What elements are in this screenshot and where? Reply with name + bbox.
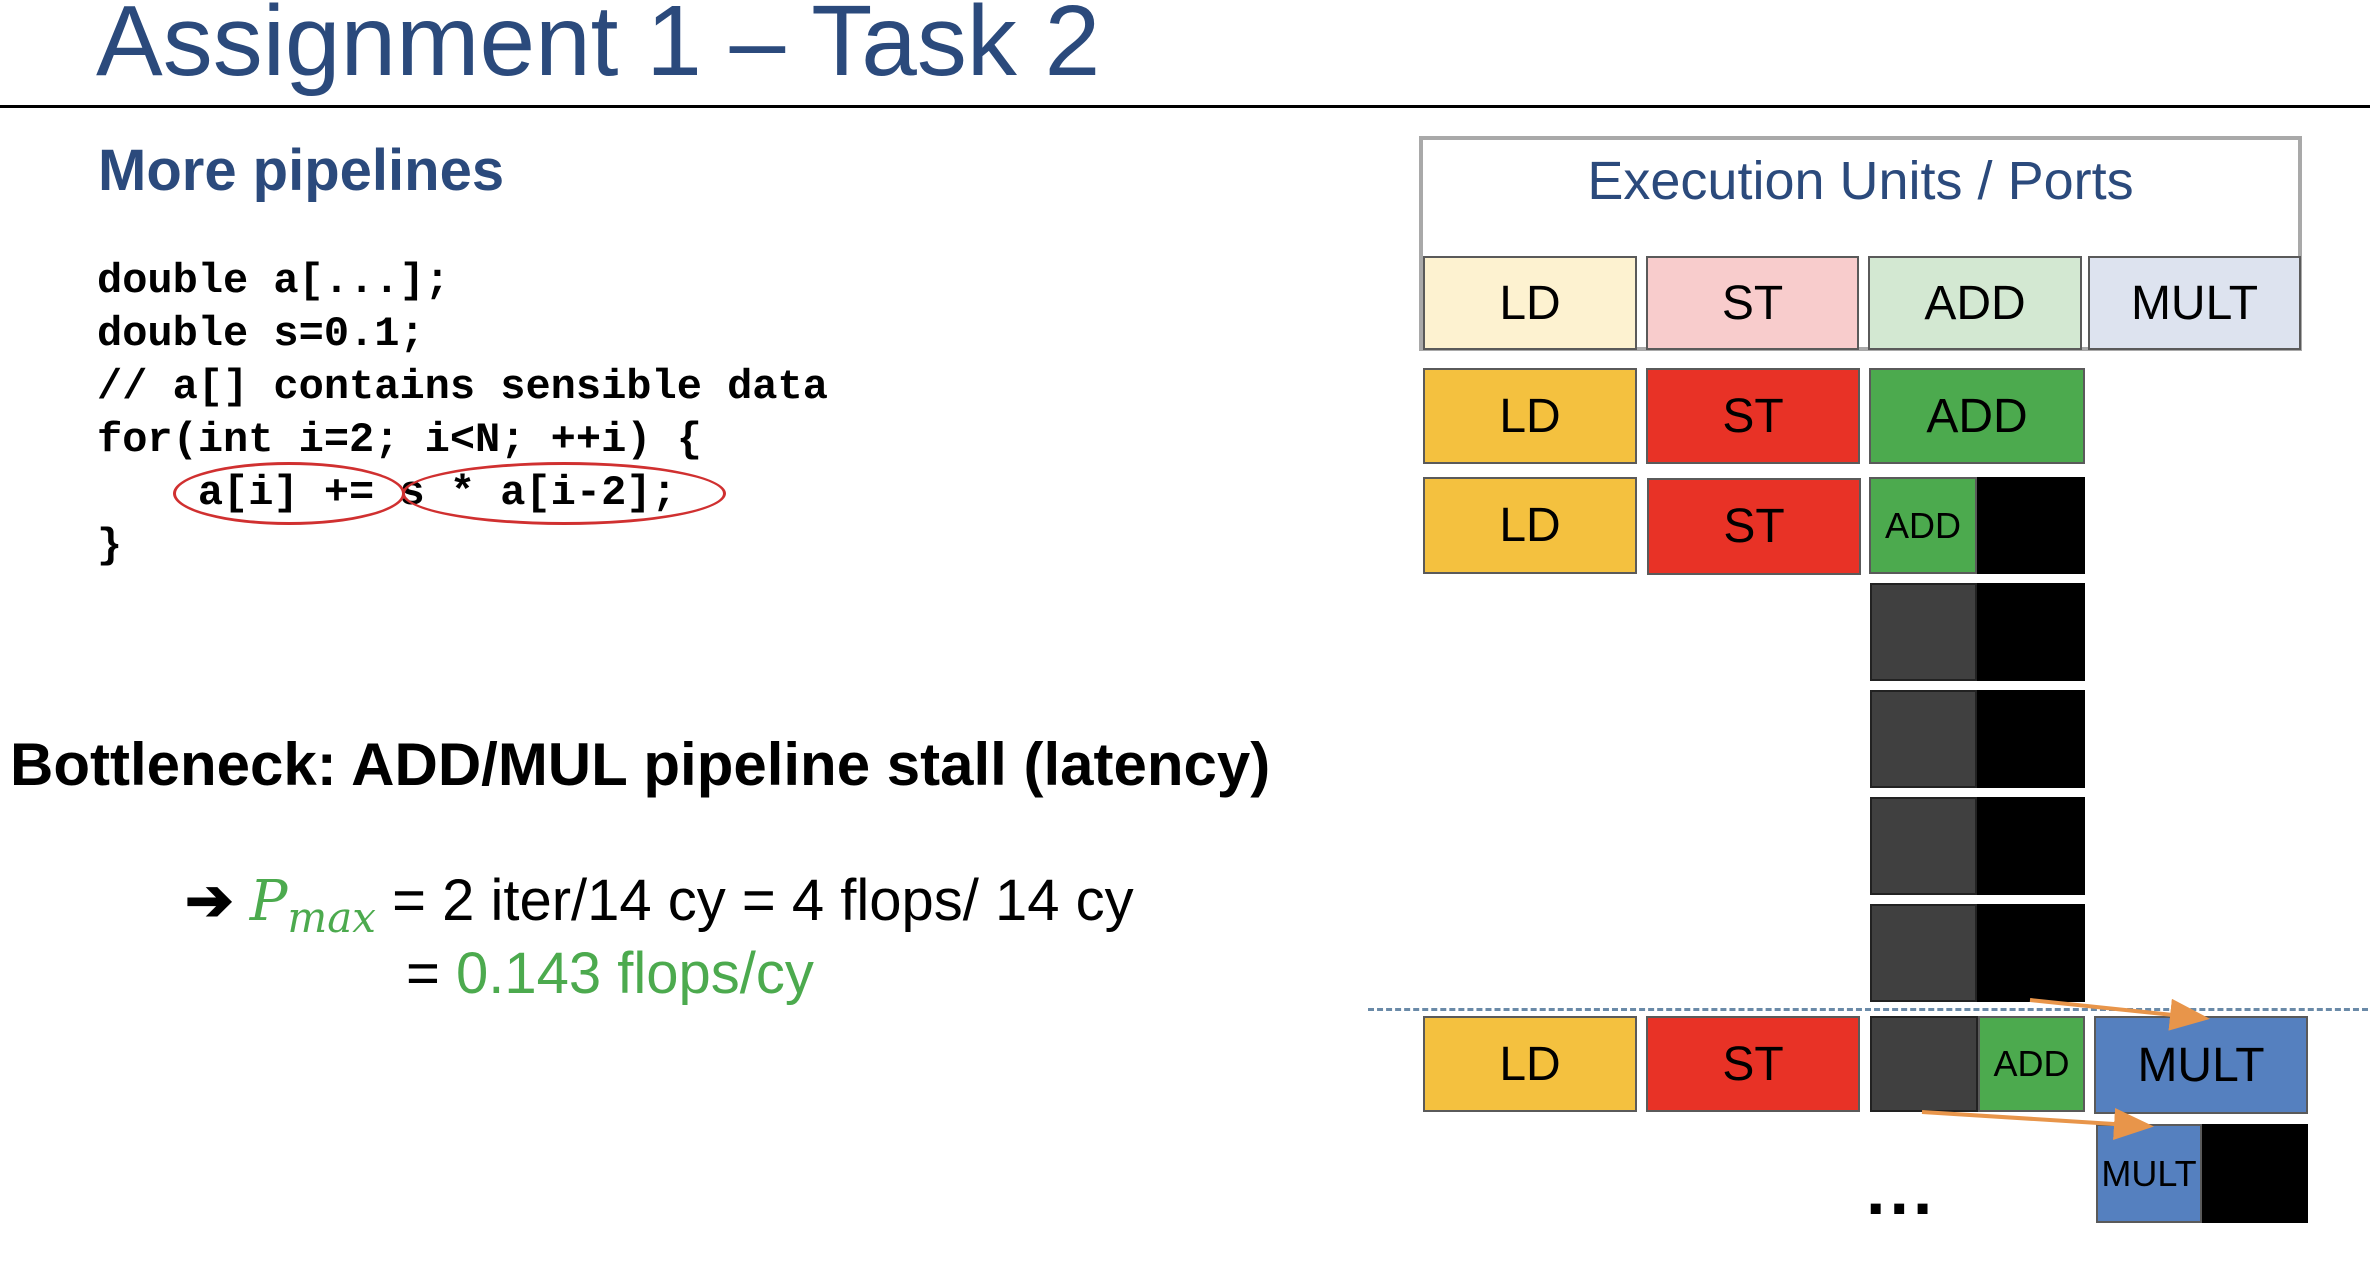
slide-subtitle: More pipelines xyxy=(98,138,505,203)
title-divider xyxy=(0,105,2370,108)
code-line-2: double s=0.1; xyxy=(97,310,425,358)
formula-equation-1: = 2 iter/14 cy = 4 flops/ 14 cy xyxy=(392,868,1134,933)
row4-stall-dark xyxy=(1870,690,1977,788)
row3-stall-dark xyxy=(1870,583,1977,681)
slide-title: Assignment 1 – Task 2 xyxy=(96,0,1101,97)
row2-stall-block xyxy=(1977,477,2085,574)
iteration-boundary-line xyxy=(1368,1008,2368,1011)
header-st: ST xyxy=(1646,256,1859,350)
row1-st: ST xyxy=(1646,368,1860,464)
formula-equals: = xyxy=(406,941,440,1006)
row8-add: ADD xyxy=(1978,1016,2085,1112)
arrow-add-to-mult xyxy=(2029,998,2210,1031)
code-line-6: } xyxy=(97,522,123,570)
row8-st: ST xyxy=(1646,1016,1860,1112)
row8-mult: MULT xyxy=(2094,1016,2308,1114)
code-line-3: // a[] contains sensible data xyxy=(97,363,828,411)
arrow-right-icon: ➔ xyxy=(185,868,234,933)
row1-add: ADD xyxy=(1869,368,2085,464)
formula-line-2: = 0.143 flops/cy xyxy=(406,940,814,1007)
row5-stall-dark xyxy=(1870,797,1977,895)
row3-stall-black xyxy=(1977,583,2085,681)
row9-stall-black xyxy=(2202,1124,2308,1223)
execution-units-title: Execution Units / Ports xyxy=(1587,151,2134,211)
p-max-symbol: Pmax xyxy=(249,869,376,943)
formula-result: 0.143 flops/cy xyxy=(456,941,814,1006)
row2-st: ST xyxy=(1647,478,1861,575)
row2-add: ADD xyxy=(1869,477,1977,574)
continuation-ellipsis: ... xyxy=(1866,1151,1937,1229)
header-mult: MULT xyxy=(2088,256,2301,350)
formula-line-1: ➔ Pmax = 2 iter/14 cy = 4 flops/ 14 cy xyxy=(185,866,1134,942)
code-line-1: double a[...]; xyxy=(97,257,450,305)
header-add: ADD xyxy=(1868,256,2082,350)
bottleneck-statement: Bottleneck: ADD/MUL pipeline stall (late… xyxy=(10,731,1271,798)
row1-ld: LD xyxy=(1423,368,1637,464)
row6-stall-dark xyxy=(1870,904,1977,1002)
row2-ld: LD xyxy=(1423,477,1637,574)
row6-stall-black xyxy=(1977,904,2085,1002)
header-ld: LD xyxy=(1423,256,1637,350)
row4-stall-black xyxy=(1977,690,2085,788)
code-line-4: for(int i=2; i<N; ++i) { xyxy=(97,416,702,464)
row8-ld: LD xyxy=(1423,1016,1637,1112)
row5-stall-black xyxy=(1977,797,2085,895)
arrow-stall-to-mult xyxy=(1921,1108,2154,1140)
highlight-ellipse-rhs xyxy=(402,462,726,525)
